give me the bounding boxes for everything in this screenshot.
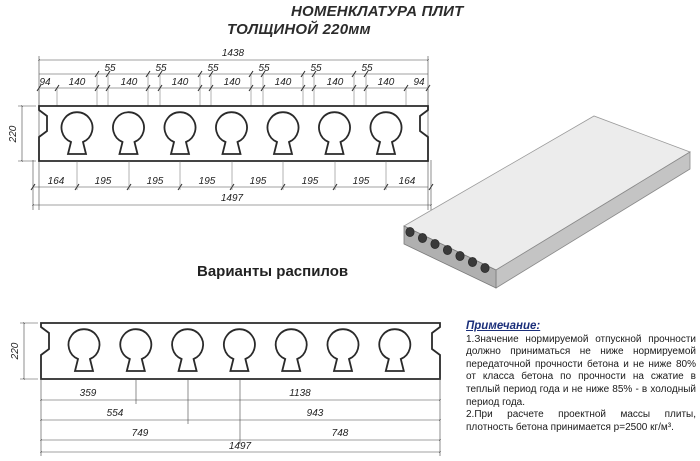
dim-hole-label: 140 — [172, 77, 189, 88]
slab-void-3d — [480, 263, 490, 273]
dim-bottom-label: 195 — [250, 176, 267, 187]
dim-hole-label: 94 — [39, 77, 51, 88]
dim-bottom-label: 195 — [147, 176, 164, 187]
slab-void — [369, 111, 403, 155]
slab-void — [119, 328, 153, 372]
slab-void-3d — [467, 257, 477, 267]
cut2-right: 943 — [307, 408, 324, 419]
slab-void-3d — [405, 227, 415, 237]
slab-void — [112, 111, 145, 155]
slab-void — [266, 111, 300, 155]
slab-void — [318, 111, 351, 155]
slab-void — [378, 328, 412, 372]
slab-void — [274, 328, 308, 372]
dim-web-label: 55 — [361, 63, 373, 74]
dim-bottom-label: 164 — [399, 176, 416, 187]
variants-title: Варианты распилов — [197, 263, 349, 280]
slab-void-3d — [455, 251, 465, 261]
cut1-left: 359 — [80, 388, 97, 399]
dim-hole-label: 140 — [224, 77, 241, 88]
note-block: Примечание: 1.Значение нормируемой отпус… — [466, 320, 696, 434]
dim-hole-label: 140 — [69, 77, 86, 88]
slab-void — [67, 328, 101, 372]
dim-hole-label: 140 — [327, 77, 344, 88]
slab-void-3d — [442, 245, 452, 255]
dim-web-label: 55 — [207, 63, 219, 74]
dim-bottom-label: 195 — [95, 176, 112, 187]
cut1-right: 1138 — [289, 388, 311, 399]
dim-hole-label: 140 — [121, 77, 138, 88]
dim-hole-label: 140 — [378, 77, 395, 88]
dim-web-label: 55 — [310, 63, 322, 74]
cut3-right: 748 — [332, 428, 349, 439]
title-line-1: НОМЕНКЛАТУРА ПЛИТ — [291, 3, 464, 20]
cut-variants-section: 220 359 1138 554 943 749 748 1497 — [10, 321, 442, 456]
slab-void-3d — [417, 233, 427, 243]
slab-void — [60, 111, 94, 155]
dim-bottom-label: 195 — [353, 176, 370, 187]
dim-height-top: 220 — [8, 125, 19, 143]
note-item-1: 1.Значение нормируемой отпускной прочнос… — [466, 333, 696, 408]
note-heading: Примечание: — [466, 320, 541, 332]
dim-overall-bottom: 1497 — [221, 193, 244, 204]
cut2-left: 554 — [107, 408, 124, 419]
dim-overall-variant: 1497 — [229, 441, 252, 452]
dim-height-variant: 220 — [10, 342, 21, 360]
dim-hole-label: 140 — [275, 77, 292, 88]
slab-cross-section: 1438 55 55 55 55 55 55 94 140 140 140 140 140 140 14… — [8, 48, 434, 210]
note-item-2: 2.При расчете проектной массы плиты, пло… — [466, 409, 696, 433]
slab-void — [171, 328, 204, 372]
dim-bottom-label: 195 — [302, 176, 319, 187]
slab-void — [163, 111, 197, 155]
title-line-2: ТОЛЩИНОЙ 220мм — [227, 21, 371, 38]
dim-overall-top: 1438 — [222, 48, 245, 59]
cut3-left: 749 — [132, 428, 149, 439]
dim-hole-label: 94 — [413, 77, 425, 88]
dim-web-label: 55 — [155, 63, 167, 74]
slab-void-3d — [430, 239, 440, 249]
slab-void — [223, 328, 256, 372]
slab-void — [326, 328, 360, 372]
dim-bottom-label: 195 — [199, 176, 216, 187]
slab-3d-view — [403, 115, 691, 289]
dim-web-label: 55 — [104, 63, 116, 74]
dim-bottom-label: 164 — [48, 176, 65, 187]
dim-web-label: 55 — [258, 63, 270, 74]
slab-void — [215, 111, 248, 155]
